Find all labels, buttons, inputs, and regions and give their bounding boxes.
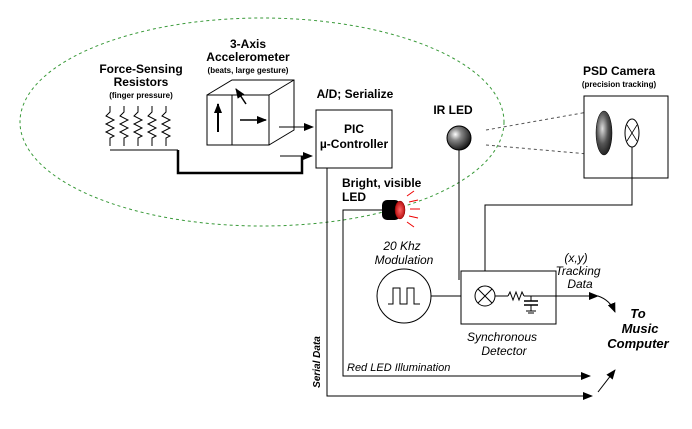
pic-controller-box bbox=[315, 109, 393, 169]
to-computer-lower-arrow bbox=[597, 369, 616, 393]
accel-subtitle: (beats, large gesture) bbox=[208, 66, 289, 75]
red-led-illumination-label: Red LED Illumination bbox=[347, 362, 450, 374]
pic-label-line2: µ-Controller bbox=[320, 137, 389, 151]
ir-led-label: IR LED bbox=[433, 103, 473, 117]
xy-label: (x,y) bbox=[564, 251, 587, 265]
filter-resistor-icon bbox=[507, 290, 525, 302]
fsr-resistors bbox=[104, 106, 178, 151]
serial-data-label: Serial Data bbox=[312, 336, 323, 388]
modulation-label-line2: Modulation bbox=[375, 253, 434, 267]
data-label: Data bbox=[567, 277, 593, 291]
accelerometer-cube bbox=[206, 79, 295, 146]
modulation-label-line1: 20 Khz bbox=[382, 239, 420, 253]
ad-serialize-label: A/D; Serialize bbox=[317, 87, 394, 101]
ir-led-icon bbox=[446, 125, 472, 151]
music-label: Music bbox=[622, 321, 660, 336]
wand-boundary-ellipse bbox=[19, 17, 505, 227]
oscillator-circle bbox=[376, 268, 432, 324]
computer-label: Computer bbox=[607, 336, 669, 351]
serial-data-wire bbox=[326, 168, 593, 400]
sync-detector-label-line1: Synchronous bbox=[467, 330, 537, 344]
psd-camera-title: PSD Camera bbox=[583, 64, 655, 78]
camera-to-detector-wire bbox=[484, 147, 633, 280]
to-computer-upper-arrow bbox=[597, 295, 616, 313]
fsr-to-pic-wire bbox=[176, 150, 304, 175]
to-label: To bbox=[630, 306, 645, 321]
ir-beam-upper bbox=[485, 111, 589, 131]
fsr-title-line2: Resistors bbox=[114, 75, 169, 89]
accel-title-line1: 3-Axis bbox=[230, 37, 266, 51]
filter-capacitor-icon bbox=[524, 296, 538, 314]
fsr-title-line1: Force-Sensing bbox=[99, 62, 182, 76]
mixer-x-mark bbox=[477, 288, 493, 304]
psd-sensor-x-mark bbox=[626, 124, 638, 142]
accel-title-line2: Accelerometer bbox=[206, 50, 290, 64]
pic-label-line1: PIC bbox=[344, 122, 364, 136]
visible-led-icon bbox=[382, 190, 420, 228]
ir-beam-lower bbox=[485, 144, 589, 155]
psd-camera-subtitle: (precision tracking) bbox=[582, 80, 657, 89]
tracking-label: Tracking bbox=[555, 264, 600, 278]
camera-lens-icon bbox=[595, 110, 613, 156]
fsr-subtitle: (finger pressure) bbox=[109, 91, 173, 100]
sync-detector-label-line2: Detector bbox=[481, 344, 527, 358]
visible-led-label-line1: Bright, visible bbox=[342, 176, 422, 190]
visible-led-label-line2: LED bbox=[342, 190, 366, 204]
square-wave-icon bbox=[388, 287, 420, 305]
red-led-illumination-wire bbox=[342, 209, 591, 380]
